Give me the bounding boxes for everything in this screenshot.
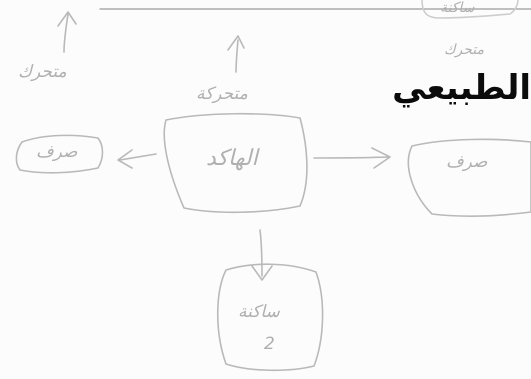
left-up-arrow — [57, 11, 77, 53]
center-box-outline — [163, 112, 308, 214]
arrow-to-left-box — [117, 149, 157, 169]
top-right-annotation-text: متحرك — [444, 42, 485, 58]
bottom-box-outline — [216, 263, 324, 372]
bottom-box-text: ساكنة — [238, 302, 280, 322]
center-up-arrow — [227, 35, 245, 73]
left-annotation-text: متحرك — [18, 62, 67, 82]
right-box-outline — [407, 138, 531, 217]
right-box-text: صرف — [446, 152, 488, 172]
top-right-partial-box — [421, 0, 519, 19]
center-annotation-text: متحركة — [196, 84, 248, 104]
top-right-partial-text: ساكنة — [440, 0, 475, 16]
left-box-text: صرف — [36, 142, 78, 162]
bottom-box-number: 2 — [264, 334, 275, 354]
down-arrow — [251, 229, 273, 281]
page-heading: الطبيعي — [392, 68, 531, 108]
center-box-text: الهاكد — [206, 146, 258, 171]
left-box-outline — [15, 134, 104, 174]
arrow-to-right-box — [313, 147, 391, 169]
